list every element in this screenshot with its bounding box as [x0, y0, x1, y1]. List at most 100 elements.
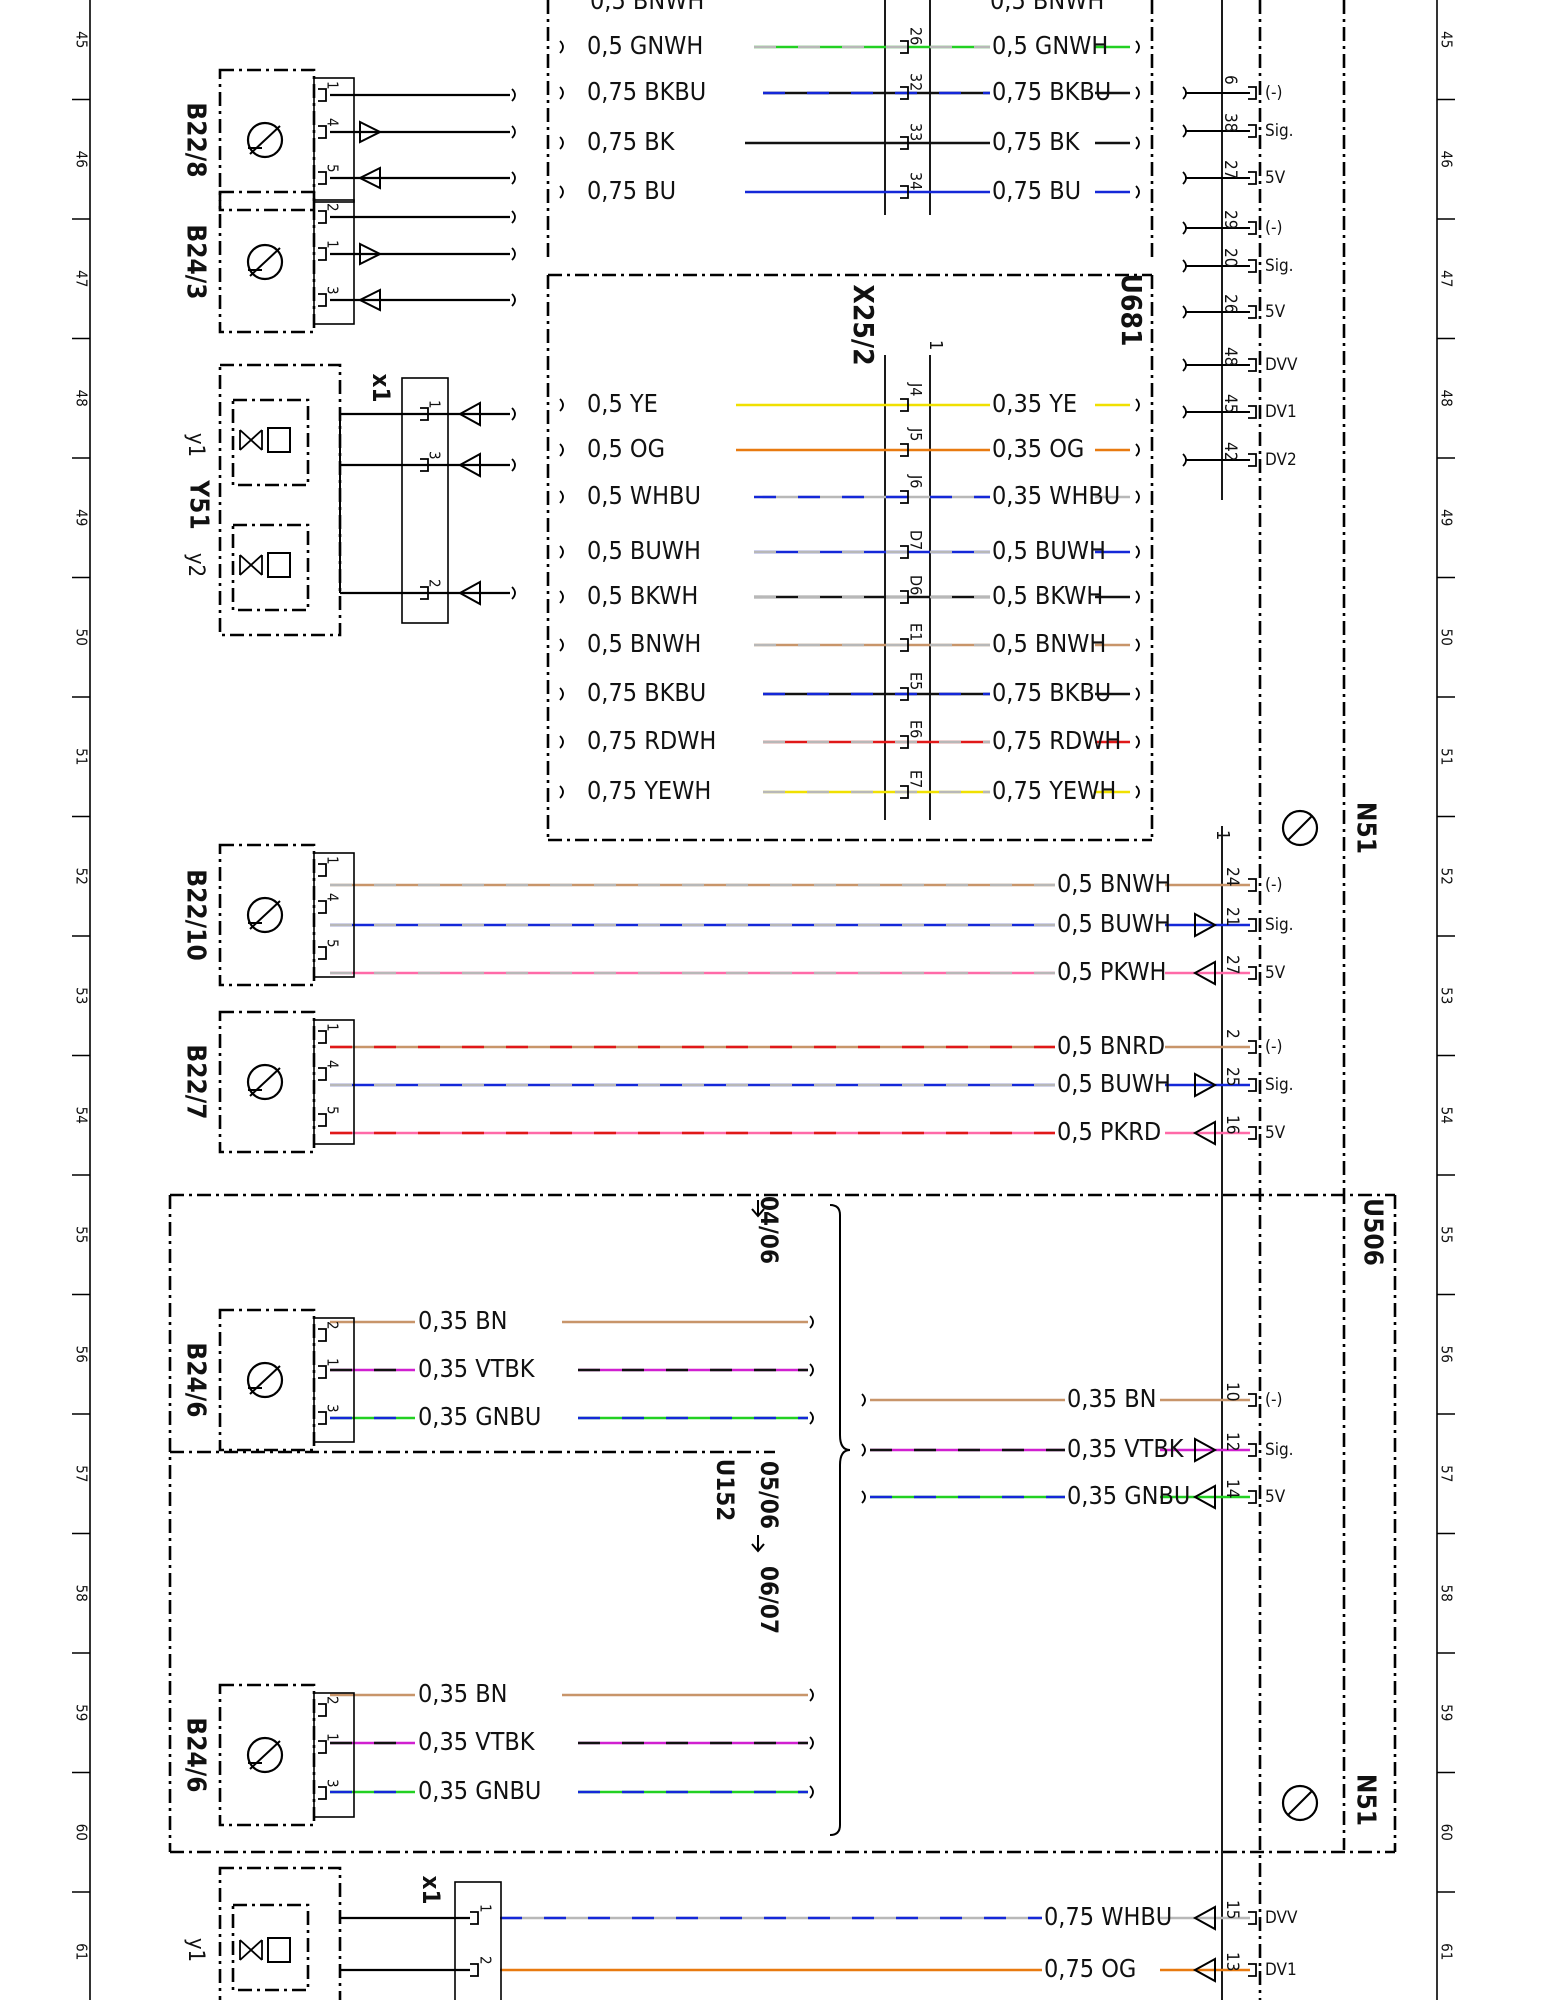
- arrow-marker: [1194, 1437, 1218, 1463]
- connector-id: x1: [367, 374, 395, 403]
- wire-break-mark: [559, 398, 564, 412]
- wire-label: 0,75 BU: [587, 176, 676, 205]
- sensor-icon: [246, 121, 284, 159]
- wire-label: 0,75 BK: [587, 127, 676, 156]
- pin-terminal: [1248, 124, 1257, 138]
- pin-number: 4: [324, 893, 342, 902]
- sensor-icon-slash: [249, 1365, 281, 1395]
- pin-number: 2: [324, 1321, 342, 1330]
- wire-label: 0,5 PKRD: [1057, 1117, 1161, 1146]
- pin-number: 1: [324, 1023, 342, 1032]
- components: [218, 40, 1319, 2000]
- arrow-marker: [1194, 912, 1218, 938]
- pin-number: 3: [324, 1779, 342, 1788]
- sensor-icon: [246, 243, 284, 281]
- signal-label: 5V: [1265, 1487, 1286, 1507]
- wire-break-mark: [1182, 171, 1187, 185]
- sensor-icon: [246, 1736, 284, 1774]
- signal-label: Sig.: [1265, 1075, 1294, 1095]
- signal-label: (-): [1265, 83, 1282, 103]
- wire-label: 0,75 BKBU: [587, 77, 706, 106]
- wire-label: 0,5 BNWH: [1057, 869, 1171, 898]
- wire-label: 0,35 BN: [1067, 1384, 1156, 1413]
- pin-number: J4: [907, 382, 926, 396]
- wire-break-mark: [1182, 221, 1187, 235]
- pin-terminal: [1248, 966, 1257, 980]
- pin-terminal: [1248, 1126, 1257, 1140]
- sensor-frame: [218, 843, 316, 987]
- wire-break-mark: [559, 785, 564, 799]
- valve-icon: [239, 554, 263, 576]
- pin-terminal: [420, 458, 429, 472]
- wire-label: 0,75 WHBU: [1044, 1902, 1172, 1931]
- ruler-label: 61: [73, 1943, 91, 1960]
- ruler-label: 49: [1438, 509, 1456, 526]
- pin-terminal: [318, 1703, 327, 1717]
- pin-terminal: [900, 735, 909, 749]
- pin-terminal: [1248, 1911, 1257, 1925]
- ruler-label: 51: [73, 748, 91, 765]
- wires: [330, 40, 1250, 1972]
- signal-label: 5V: [1265, 168, 1286, 188]
- ruler-label: 54: [1438, 1107, 1456, 1124]
- pin-terminal: [900, 86, 909, 100]
- wire-break-mark: [559, 490, 564, 504]
- wire-label: 0,75 OG: [1044, 1954, 1136, 1983]
- pin-number: 27: [1222, 955, 1242, 974]
- pin-terminal: [318, 946, 327, 960]
- wire-break-mark: [1135, 398, 1140, 412]
- wire-break-mark: [511, 458, 516, 472]
- sensor-icon-slash: [249, 1067, 281, 1097]
- wire-label: 0,75 BKBU: [992, 678, 1111, 707]
- sensor-icon-slash: [249, 125, 281, 155]
- ruler-label: 56: [73, 1346, 91, 1363]
- pin-number: E7: [907, 770, 926, 788]
- sensor-frame: [218, 1010, 316, 1154]
- ruler-label: 50: [73, 629, 91, 646]
- wire-break-mark: [559, 40, 564, 54]
- wire-label: 0,5 OG: [587, 434, 665, 463]
- wire-break-mark: [511, 293, 516, 307]
- wire-label: 0,5 BNWH: [992, 629, 1106, 658]
- signal-label: 5V: [1265, 1123, 1286, 1143]
- sensor-pin-strip: [313, 199, 355, 325]
- ruler-label: 48: [1438, 390, 1456, 407]
- wire-break-mark: [809, 1411, 814, 1425]
- pin-number: 16: [1222, 1115, 1242, 1134]
- pin-terminal: [318, 900, 327, 914]
- pin-terminal: [1248, 1078, 1257, 1092]
- pin-terminal: [1248, 1963, 1257, 1977]
- valve-coil: [267, 427, 291, 453]
- wire-break-mark: [1135, 136, 1140, 150]
- pin-number: 2: [1222, 1029, 1242, 1039]
- pin-number: 25: [1222, 1067, 1242, 1086]
- wire-break-mark: [809, 1315, 814, 1329]
- wire-break-mark: [511, 210, 516, 224]
- valve-coil: [267, 1937, 291, 1963]
- ruler-label: 52: [73, 868, 91, 885]
- wire-break-mark: [559, 638, 564, 652]
- wire-break-mark: [809, 1785, 814, 1799]
- ruler-label: 60: [1438, 1824, 1456, 1841]
- pin-terminal: [420, 407, 429, 421]
- wire-break-mark: [511, 586, 516, 600]
- pin-number: 38: [1220, 113, 1240, 132]
- arrow-marker: [1192, 1905, 1216, 1931]
- signal-label: Sig.: [1265, 256, 1294, 276]
- ruler-label: 47: [1438, 270, 1456, 287]
- module-id: U506: [1358, 1198, 1388, 1266]
- wire-label: 0,75 YEWH: [992, 776, 1116, 805]
- wire-break-mark: [1135, 785, 1140, 799]
- pin-terminal: [1248, 1393, 1257, 1407]
- variant-brace: [829, 1204, 851, 1836]
- pin-number: 34: [907, 172, 926, 190]
- pin-terminal: [1248, 405, 1257, 419]
- ruler-label: 56: [1438, 1346, 1456, 1363]
- arrow-marker: [359, 242, 383, 266]
- wire-label: 0,35 BN: [418, 1679, 507, 1708]
- wire-label: 0,5 BUWH: [992, 536, 1106, 565]
- ruler-label: 59: [73, 1704, 91, 1721]
- pin-number: 42: [1220, 442, 1240, 461]
- pin-number: 12: [1222, 1432, 1242, 1451]
